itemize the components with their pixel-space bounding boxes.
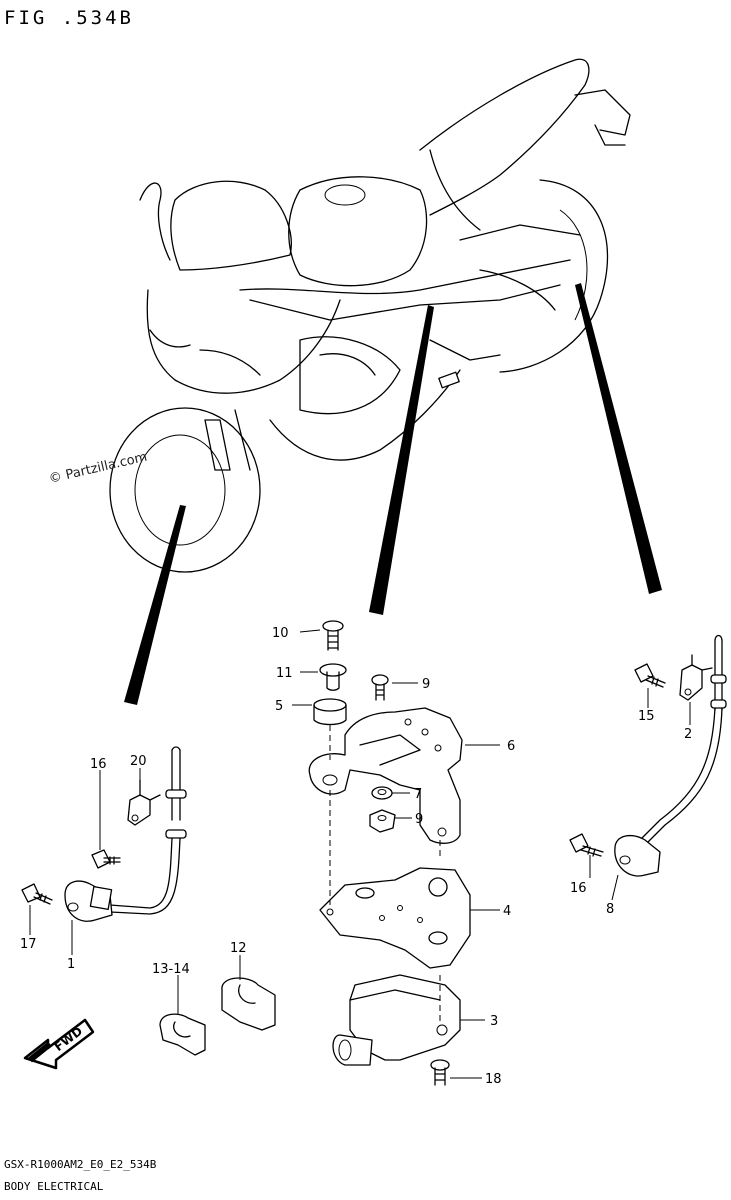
arrow-left-icon: FWD [23,1018,95,1070]
footer-code: GSX-R1000AM2_E0_E2_534B [4,1158,157,1171]
callout-4: 4 [503,904,511,919]
callout-labels: 10 11 5 9 6 7 9 4 3 18 12 13-14 16 20 17… [20,626,692,1087]
figure-title: FIG .534B [4,7,134,29]
footer-name: BODY ELECTRICAL [4,1180,104,1193]
bolt-icon [21,883,53,905]
callout-10: 10 [272,626,289,641]
callout-15: 15 [638,709,655,724]
callout-9: 9 [422,677,430,692]
callout-20: 20 [130,754,147,769]
watermark: © Partzilla.com [48,450,149,487]
callout-8: 8 [606,902,614,917]
callout-16b: 17 [20,937,37,952]
callout-6: 6 [507,739,515,754]
screw-icon [371,674,389,701]
bolt-icon [430,1059,450,1086]
callout-9b: 9 [415,812,423,827]
left-sensor-group [21,746,187,955]
callout-18: 18 [485,1072,502,1087]
callout-5: 5 [275,699,283,714]
callout-2: 2 [684,727,692,742]
bolt-icon [569,833,604,857]
callout-12: 12 [230,941,247,956]
motorcycle-outline [109,58,631,573]
screw-icon [322,620,344,651]
callout-13-14: 13-14 [152,962,190,977]
callout-7: 7 [414,787,422,802]
location-pointers [124,283,662,705]
bolt-icon [91,849,121,869]
callout-1: 1 [67,957,75,972]
bolt-icon [634,663,666,688]
clamp-group [159,955,276,1056]
right-sensor-group [569,634,727,901]
callout-3: 3 [490,1014,498,1029]
callout-16a: 16 [90,757,107,772]
callout-11: 11 [276,666,293,681]
callout-17: 16 [570,881,587,896]
center-unit-group [292,620,500,1086]
